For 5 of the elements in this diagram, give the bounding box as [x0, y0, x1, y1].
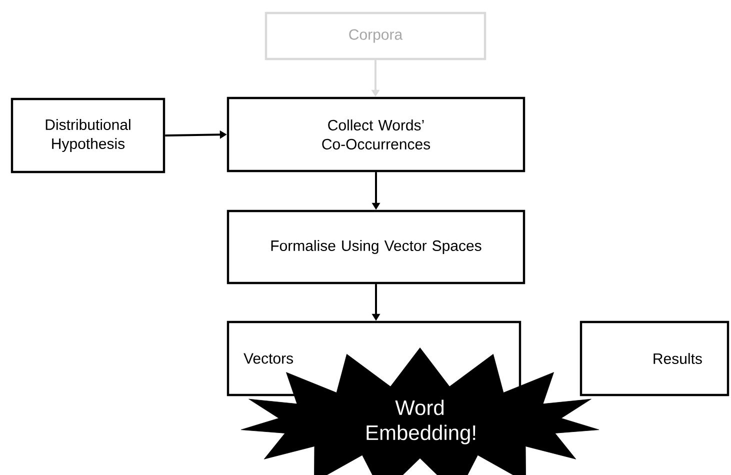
process-box: Formalise Using Vector Spaces: [226, 210, 526, 284]
process-box: Collect Words’ Co-Occurrences: [226, 96, 526, 172]
process-box: Corpora: [264, 12, 486, 60]
process-box: Distributional Hypothesis: [10, 98, 166, 174]
process-box: Results: [580, 320, 730, 396]
